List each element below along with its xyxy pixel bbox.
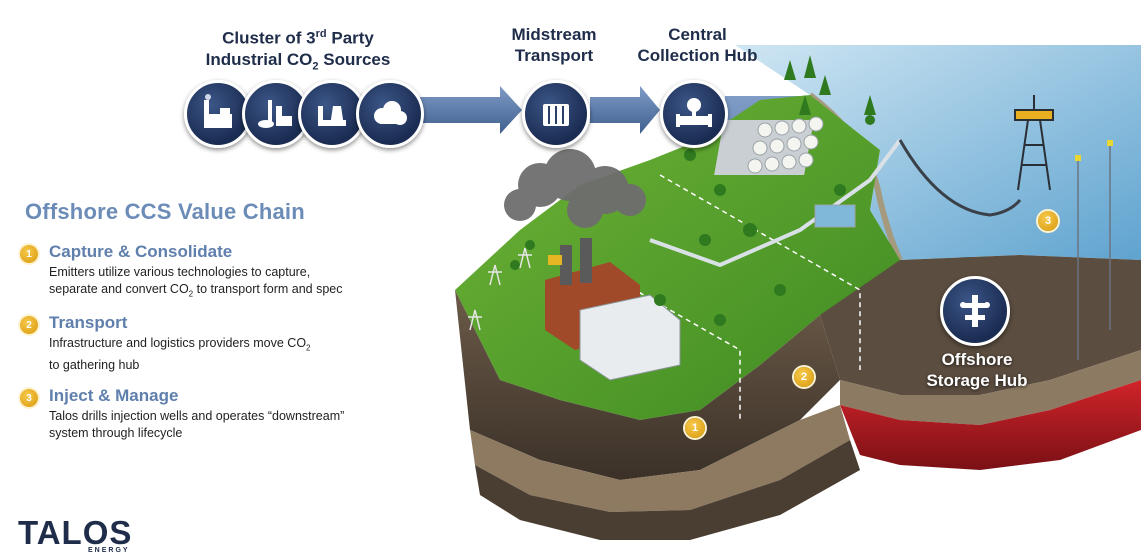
pipeline [649,138,902,268]
step-desc-line1: Emitters utilize various technologies to… [49,265,311,279]
value-chain-title: Offshore CCS Value Chain [25,199,305,224]
storage-label-line1: Offshore [941,350,1013,369]
sources-label-line1-post: Party [326,28,374,48]
step-title: Transport [49,313,128,332]
sources-label-line1: Cluster of 3 [222,28,316,48]
talos-logo-subtitle: ENERGY [88,547,130,554]
midstream-transport-node [522,80,590,148]
central-hub-label-line2: Collection Hub [637,46,758,65]
talos-logo-wordmark: TALOS [18,514,133,551]
reservoir-block [840,380,1141,470]
map-badge-inject: 3 [1038,211,1058,231]
offshore-storage-hub-node [940,276,1010,346]
power-plant [545,238,681,381]
offshore-platform [1014,95,1054,191]
step-title: Capture & Consolidate [49,242,233,261]
sea-surface [735,45,1141,260]
map-badge-transport: 2 [794,367,814,387]
step-desc-line1: Talos drills injection wells and operate… [49,409,345,423]
smoke-cloud-icon [374,101,407,125]
injection-wells [1077,145,1111,360]
step-description: Talos drills injection wells and operate… [49,408,344,442]
offshore-storage-hub-label: Offshore Storage Hub [912,349,1042,391]
central-hub-label-line1: Central [668,25,727,44]
sources-label-sup: rd [315,28,327,40]
land-strata-bottom [475,440,860,540]
step-desc-line2-post: to transport form and spec [193,282,343,296]
trees [510,55,876,326]
storage-label-line2: Storage Hub [926,371,1028,390]
seabed-layer-2 [840,350,1141,425]
sources-label-line2: Industrial CO [205,49,313,69]
subsea-pipe [898,139,1022,217]
arrow-midstream-to-hub [590,86,660,134]
step-description: Emitters utilize various technologies to… [49,264,343,303]
arrow-sources-to-midstream [420,86,522,134]
step-badge: 1 [20,245,38,263]
well-markers [1075,140,1113,161]
source-plant [298,80,366,148]
plant-icon [318,106,346,126]
capture-route [599,269,741,420]
midstream-label-line1: Midstream [511,25,597,44]
transport-route [659,174,861,370]
step-desc-line2: system through lifecycle [49,426,183,440]
land-strata-band [470,405,850,512]
smoke-plume [504,149,646,228]
pressure-gauge-icon [676,98,712,127]
power-pylons [468,247,532,331]
step-badge: 3 [20,389,38,407]
step-desc-line1: Infrastructure and logistics providers m… [49,336,307,350]
factory-icon [204,94,232,128]
step-title: Inject & Manage [49,386,179,405]
step-description: Infrastructure and logistics providers m… [49,335,311,374]
step-desc-line2: to gathering hub [49,357,140,372]
sources-label-sub: 2 [312,60,319,73]
land-strata-top [455,290,840,480]
refinery-icon [258,100,292,128]
step-desc-line2: separate and convert CO [49,282,189,296]
sources-label-line2-post: Sources [318,49,391,69]
pipeline-tank-icon [543,104,569,126]
step-desc-sub: 2 [188,289,194,299]
midstream-label-line2: Transport [514,46,594,65]
central-collection-hub-node [660,80,728,148]
tank-farm [714,116,856,228]
map-badge-capture: 1 [685,418,705,438]
wellhead-icon [960,295,990,327]
sources-label: Cluster of 3rd Party Industrial CO2 Sour… [188,24,408,77]
central-hub-label: Central Collection Hub [625,24,770,66]
midstream-label: Midstream Transport [492,24,616,66]
source-factory [184,80,252,148]
step-badge: 2 [20,316,38,334]
source-emissions [356,80,424,148]
step-desc-sub: 2 [306,343,311,353]
